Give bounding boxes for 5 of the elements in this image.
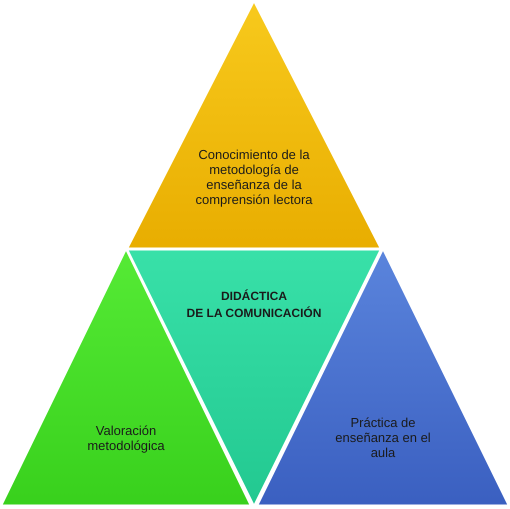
center-title: DIDÁCTICA <box>220 290 288 304</box>
triangle-label: Valoración metodológica <box>86 424 166 454</box>
center-title: DE LA COMUNICACIÓN <box>186 307 322 321</box>
triangle-label: Conocimiento de la metodología de enseñanza de la comprensión lectora <box>194 148 314 208</box>
triangle-label: Práctica de enseñanza en el aula <box>334 416 432 461</box>
